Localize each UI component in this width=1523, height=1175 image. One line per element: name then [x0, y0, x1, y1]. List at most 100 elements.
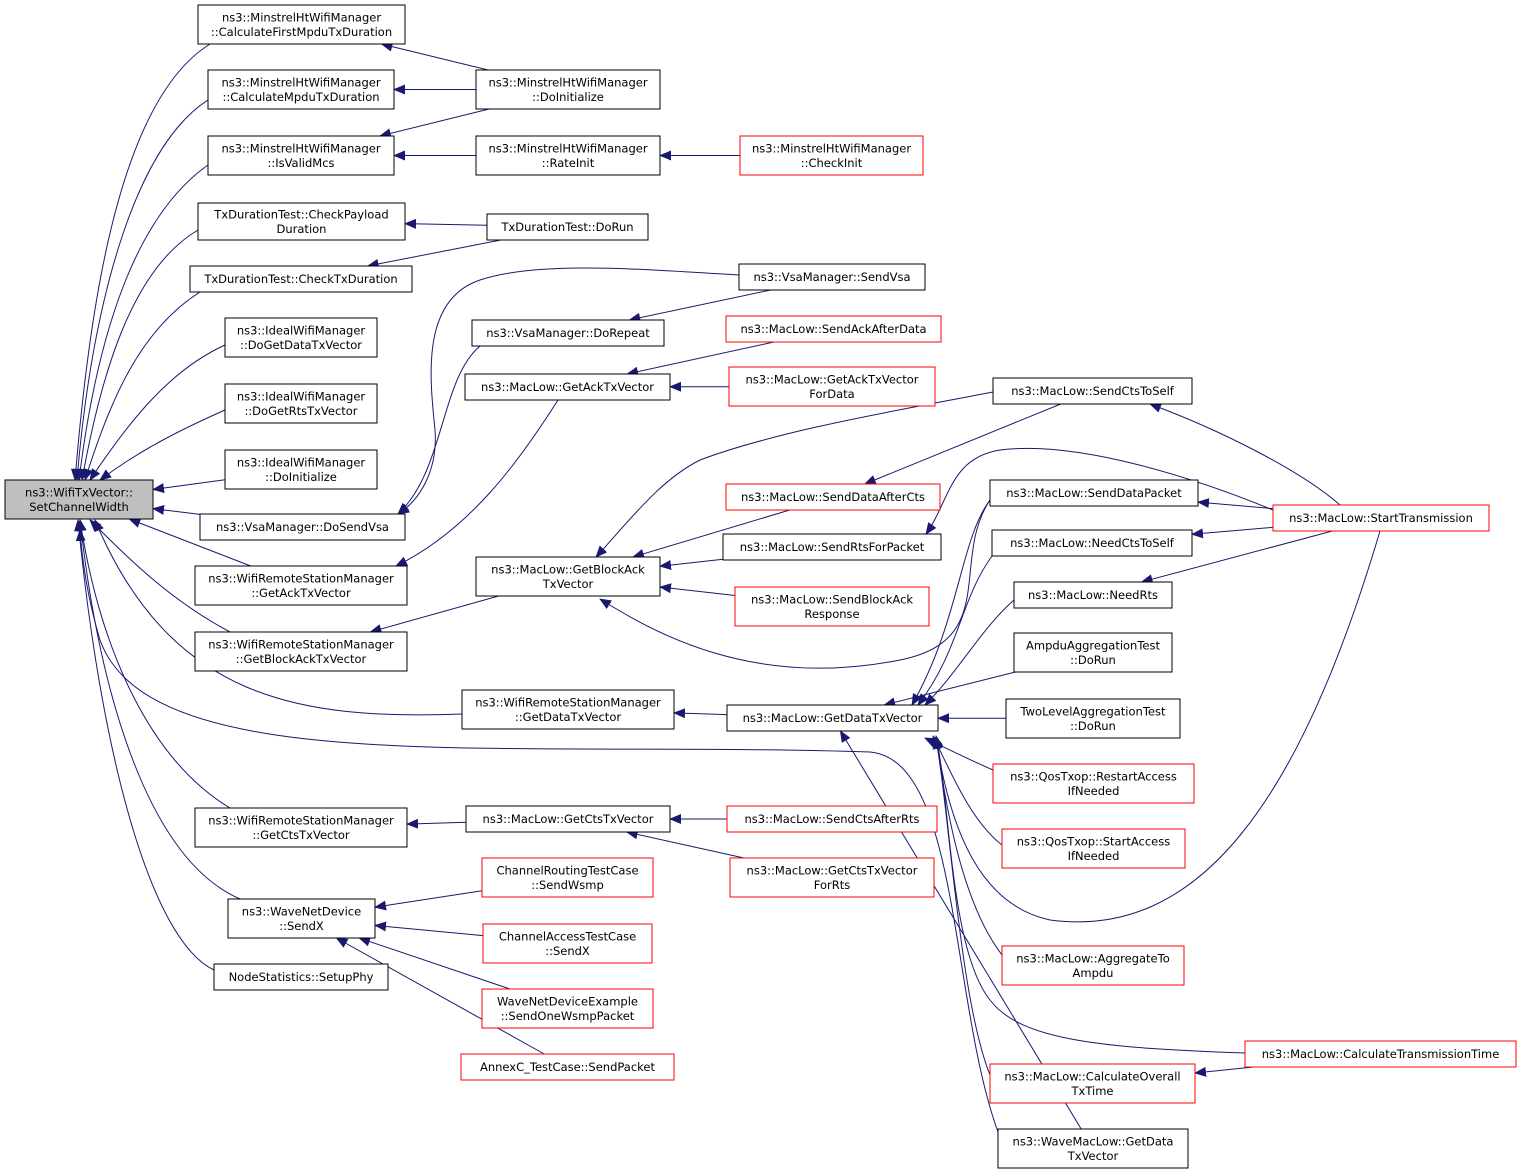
node-label-line: ns3::WifiRemoteStationManager	[475, 695, 661, 709]
graph-node-wml_gdtv[interactable]: ns3::WaveMacLow::GetDataTxVector	[997, 1128, 1189, 1169]
edges-layer	[70, 41, 1381, 1133]
graph-node-ml_sdp[interactable]: ns3::MacLow::SendDataPacket	[989, 479, 1199, 507]
edge-ml_st-to-ml_srfp	[925, 447, 1274, 535]
graph-node-catc_sx[interactable]: ChannelAccessTestCase::SendX	[482, 923, 653, 964]
graph-node-mhw_ci[interactable]: ns3::MinstrelHtWifiManager::CheckInit	[739, 135, 924, 176]
node-label-line: ns3::MacLow::NeedCtsToSelf	[1010, 536, 1175, 550]
graph-node-ml_sdac[interactable]: ns3::MacLow::SendDataAfterCts	[725, 483, 941, 511]
graph-node-ml_gctv[interactable]: ns3::MacLow::GetCtsTxVector	[465, 805, 671, 833]
graph-node-tlat_dr[interactable]: TwoLevelAggregationTest::DoRun	[1005, 698, 1181, 739]
node-label-line: ns3::MacLow::NeedRts	[1028, 588, 1158, 602]
node-label-line: ns3::MinstrelHtWifiManager	[222, 10, 381, 24]
graph-node-vsa_dr[interactable]: ns3::VsaManager::DoRepeat	[471, 319, 665, 347]
node-box	[482, 923, 653, 964]
node-label-line: ForData	[809, 387, 854, 401]
node-label-line: ns3::MacLow::SendDataAfterCts	[741, 490, 925, 504]
graph-node-wnd_sx[interactable]: ns3::WaveNetDevice::SendX	[227, 898, 376, 939]
node-box	[739, 135, 924, 176]
edge-wnde_sowp-to-wnd_sx	[358, 936, 511, 990]
graph-node-ml_gatv[interactable]: ns3::MacLow::GetAckTxVector	[464, 373, 671, 401]
graph-node-tdt_ctd[interactable]: TxDurationTest::CheckTxDuration	[189, 265, 413, 293]
node-label-line: ns3::WifiRemoteStationManager	[208, 813, 394, 827]
graph-node-mhw_cmtd[interactable]: ns3::MinstrelHtWifiManager::CalculateMpd…	[207, 69, 395, 110]
node-label-line: AmpduAggregationTest	[1026, 638, 1160, 652]
node-box	[728, 366, 936, 407]
node-label-line: ::SendX	[279, 919, 324, 933]
edge-tdt_cpd-to-root	[79, 229, 199, 481]
graph-node-ml_nr[interactable]: ns3::MacLow::NeedRts	[1013, 581, 1173, 609]
node-label-line: TxDurationTest::CheckPayload	[213, 207, 388, 221]
graph-node-ns_sp[interactable]: NodeStatistics::SetupPhy	[213, 963, 389, 991]
graph-node-mhw_ivm[interactable]: ns3::MinstrelHtWifiManager::IsValidMcs	[207, 135, 395, 176]
graph-node-ml_gdtv[interactable]: ns3::MacLow::GetDataTxVector	[726, 704, 939, 732]
node-label-line: ns3::WaveMacLow::GetData	[1013, 1134, 1174, 1148]
graph-node-ml_ncts[interactable]: ns3::MacLow::NeedCtsToSelf	[991, 529, 1193, 557]
node-box	[989, 1063, 1196, 1104]
graph-node-mhw_cfmtd[interactable]: ns3::MinstrelHtWifiManager::CalculateFir…	[197, 4, 406, 45]
node-label-line: ::IsValidMcs	[267, 156, 334, 170]
node-label-line: ::SendOneWsmpPacket	[501, 1009, 635, 1023]
node-label-line: ns3::MinstrelHtWifiManager	[488, 75, 647, 89]
edge-ml_st-to-ml_nr	[1140, 530, 1333, 584]
node-label-line: ::CheckInit	[801, 156, 863, 170]
edge-ml_gctvfr-to-ml_gctv	[625, 829, 745, 859]
edge-ml_gdtv-to-wrsm_gdtv	[673, 708, 728, 719]
node-box	[460, 1053, 675, 1081]
graph-node-iwm_dgdtv[interactable]: ns3::IdealWifiManager::DoGetDataTxVector	[224, 317, 378, 358]
graph-node-wrsm_gdtv[interactable]: ns3::WifiRemoteStationManager::GetDataTx…	[461, 689, 675, 730]
node-label-line: IfNeeded	[1068, 784, 1120, 798]
node-label-line: ::DoGetDataTxVector	[240, 338, 362, 352]
node-box	[475, 135, 661, 176]
graph-node-ml_st[interactable]: ns3::MacLow::StartTransmission	[1272, 504, 1490, 532]
graph-node-aat_dr[interactable]: AmpduAggregationTest::DoRun	[1013, 632, 1173, 673]
graph-node-wrsm_gatv[interactable]: ns3::WifiRemoteStationManager::GetAckTxV…	[194, 565, 408, 606]
graph-node-ml_saad[interactable]: ns3::MacLow::SendAckAfterData	[725, 315, 942, 343]
graph-node-iwm_dgrtv[interactable]: ns3::IdealWifiManager::DoGetRtsTxVector	[224, 383, 378, 424]
graph-node-wrsm_gctv[interactable]: ns3::WifiRemoteStationManager::GetCtsTxV…	[194, 807, 408, 848]
graph-node-ml_scar[interactable]: ns3::MacLow::SendCtsAfterRts	[726, 805, 938, 833]
graph-node-ml_scts[interactable]: ns3::MacLow::SendCtsToSelf	[992, 377, 1193, 405]
graph-node-tdt_dr[interactable]: TxDurationTest::DoRun	[486, 213, 649, 241]
node-box	[729, 857, 935, 898]
node-box	[224, 449, 378, 490]
node-label-line: ::CalculateMpduTxDuration	[222, 90, 379, 104]
node-label-line: SetChannelWidth	[29, 500, 129, 514]
node-label-line: ns3::WaveNetDevice	[242, 904, 361, 918]
graph-node-mhw_di[interactable]: ns3::MinstrelHtWifiManager::DoInitialize	[475, 69, 661, 110]
edge-mhw_cmtd-to-root	[72, 99, 209, 481]
graph-node-iwm_di[interactable]: ns3::IdealWifiManager::DoInitialize	[224, 449, 378, 490]
node-label-line: ns3::VsaManager::DoSendVsa	[216, 520, 389, 534]
node-box	[224, 383, 378, 424]
graph-node-ml_ctt[interactable]: ns3::MacLow::CalculateTransmissionTime	[1244, 1040, 1517, 1068]
graph-node-vsa_dsv[interactable]: ns3::VsaManager::DoSendVsa	[199, 513, 406, 541]
node-label-line: TxDurationTest::CheckTxDuration	[203, 272, 397, 286]
edge-aat_dr-to-ml_gdtv	[883, 671, 1016, 708]
graph-node-wnde_sowp[interactable]: WaveNetDeviceExample::SendOneWsmpPacket	[481, 988, 654, 1029]
node-label-line: ::GetAckTxVector	[251, 586, 351, 600]
node-box	[1244, 1040, 1517, 1068]
edge-ml_nr-to-ml_gdtv	[924, 599, 1015, 706]
graph-node-ml_gbatv[interactable]: ns3::MacLow::GetBlockAckTxVector	[475, 556, 661, 597]
node-box	[194, 565, 408, 606]
node-label-line: TxDurationTest::DoRun	[500, 220, 633, 234]
graph-node-act_sp[interactable]: AnnexC_TestCase::SendPacket	[460, 1053, 675, 1081]
node-label-line: NodeStatistics::SetupPhy	[229, 970, 374, 984]
graph-node-wrsm_gbatv[interactable]: ns3::WifiRemoteStationManager::GetBlockA…	[194, 631, 408, 672]
graph-node-crtc_sw[interactable]: ChannelRoutingTestCase::SendWsmp	[481, 857, 654, 898]
node-label-line: Ampdu	[1073, 966, 1114, 980]
graph-node-vsa_sv[interactable]: ns3::VsaManager::SendVsa	[738, 263, 926, 291]
edge-ml_sbar-to-ml_gbatv	[659, 583, 736, 596]
graph-node-mhw_ri[interactable]: ns3::MinstrelHtWifiManager::RateInit	[475, 135, 661, 176]
node-box	[465, 805, 671, 833]
graph-node-ml_srfp[interactable]: ns3::MacLow::SendRtsForPacket	[722, 533, 942, 561]
graph-node-root[interactable]: ns3::WifiTxVector::SetChannelWidth	[4, 479, 154, 520]
edge-wml_gdtv-to-ml_gdtv	[839, 730, 1082, 1130]
